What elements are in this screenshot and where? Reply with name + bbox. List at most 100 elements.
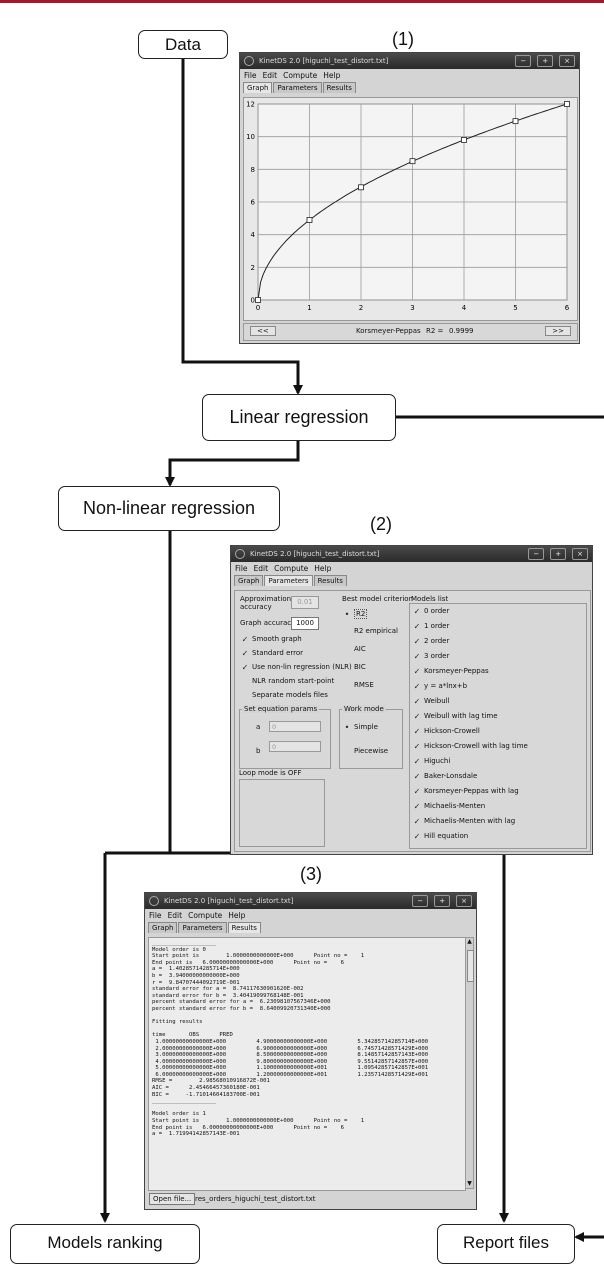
model-item[interactable]: ✓2 order (413, 636, 450, 646)
data-point (512, 118, 519, 125)
set-equation-group (239, 709, 331, 769)
minimize-button[interactable]: − (412, 895, 429, 907)
tab-parameters[interactable]: Parameters (273, 82, 322, 93)
status-r2-label: R2 = (426, 327, 444, 335)
param-a-input[interactable]: 0 (269, 721, 321, 732)
close-button[interactable]: × (559, 55, 575, 67)
model-item[interactable]: ✓Hickson-Crowell (413, 727, 480, 736)
option-standard-error[interactable]: ✓Standard error (241, 649, 303, 658)
result-line: 4.00000000000000E+000 9.80000000000000E+… (152, 1058, 429, 1065)
loop-mode-panel (239, 779, 325, 847)
approx-accuracy-input[interactable]: 0.01 (291, 596, 319, 609)
work-mode-piecewise[interactable]: Piecewise (343, 747, 388, 755)
work-mode-label: Simple (354, 723, 378, 731)
status-model-name: Korsmeyer-Peppas (356, 327, 421, 335)
close-button[interactable]: × (572, 548, 588, 560)
tab-results[interactable]: Results (227, 922, 261, 933)
option-separate-files[interactable]: Separate models files (241, 691, 328, 699)
checkmark-icon: ✓ (413, 681, 421, 691)
results-scrollbar[interactable]: ▲ ▼ (465, 937, 474, 1189)
criterion-aic[interactable]: AIC (343, 645, 366, 653)
menu-help[interactable]: Help (314, 564, 332, 573)
tab-graph[interactable]: Graph (243, 82, 273, 93)
param-a-label: a (256, 723, 261, 731)
window-parameters: KinetDS 2.0 [higuchi_test_distort.txt] −… (230, 545, 593, 855)
tab-parameters[interactable]: Parameters (178, 922, 227, 933)
model-item[interactable]: ✓1 order (413, 622, 450, 631)
option-nlr-random[interactable]: NLR random start-point (241, 677, 334, 685)
model-label: Baker-Lonsdale (424, 772, 478, 780)
option-use-nlr[interactable]: ✓Use non-lin regression (NLR) (241, 663, 352, 672)
menu-edit[interactable]: Edit (262, 71, 278, 80)
prev-button[interactable]: << (250, 326, 276, 336)
graph-accuracy-label: Graph accuracy (240, 619, 296, 627)
criterion-rmse[interactable]: RMSE (343, 681, 374, 689)
criterion-bic[interactable]: BIC (343, 663, 366, 671)
maximize-button[interactable]: + (537, 55, 554, 67)
y-tick-label: 8 (251, 166, 255, 174)
next-button[interactable]: >> (545, 326, 571, 336)
model-label: y = a*lnx+b (424, 682, 468, 690)
model-item[interactable]: ✓Hickson-Crowell with lag time (413, 742, 528, 751)
scroll-down-icon[interactable]: ▼ (467, 1180, 472, 1187)
checkmark-icon: ✓ (413, 771, 421, 781)
checkmark-icon: ✓ (413, 636, 421, 646)
model-item[interactable]: ✓Korsmeyer-Peppas (413, 667, 489, 676)
menu-file[interactable]: File (149, 911, 162, 920)
option-smooth-graph[interactable]: ✓Smooth graph (241, 635, 302, 644)
maximize-button[interactable]: + (550, 548, 567, 560)
minimize-button[interactable]: − (528, 548, 545, 560)
criterion-label: RMSE (354, 681, 374, 689)
work-mode-simple[interactable]: •Simple (343, 723, 378, 732)
model-item[interactable]: ✓Baker-Lonsdale (413, 771, 478, 781)
model-item[interactable]: ✓Higuchi (413, 757, 451, 766)
maximize-button[interactable]: + (434, 895, 451, 907)
menu-file[interactable]: File (244, 71, 257, 80)
tab-graph[interactable]: Graph (148, 922, 178, 933)
graph-accuracy-input[interactable]: 1000 (291, 617, 319, 630)
menu-compute[interactable]: Compute (188, 911, 223, 920)
tab-results[interactable]: Results (322, 82, 356, 93)
scroll-up-icon[interactable]: ▲ (467, 938, 472, 945)
close-button[interactable]: × (456, 895, 472, 907)
models-list-panel: ✓0 order ✓1 order ✓2 order ✓3 order ✓Kor… (409, 603, 587, 849)
criterion-r2[interactable]: •R2 (343, 609, 368, 619)
model-item[interactable]: ✓Korsmeyer-Peppas with lag (413, 787, 519, 796)
param-b-input[interactable]: 0 (269, 741, 321, 752)
menu-file[interactable]: File (235, 564, 248, 573)
tab-graph[interactable]: Graph (234, 575, 264, 586)
minimize-button[interactable]: − (515, 55, 532, 67)
caption-2: (2) (370, 514, 392, 534)
model-item[interactable]: ✓Weibull with lag time (413, 711, 498, 721)
checkmark-icon: ✓ (413, 711, 421, 721)
result-line: r = 9.84707444092719E-001 (152, 979, 240, 986)
open-file-button[interactable]: Open file... (149, 1193, 196, 1205)
tab-bar: Graph Parameters Results (231, 575, 592, 586)
model-item[interactable]: ✓0 order (413, 607, 450, 616)
model-item[interactable]: ✓Michaelis-Menten with lag (413, 817, 516, 826)
menu-compute[interactable]: Compute (274, 564, 309, 573)
menu-edit[interactable]: Edit (253, 564, 269, 573)
param-a-radio[interactable]: a (245, 723, 260, 731)
criterion-r2-empirical[interactable]: R2 empirical (343, 627, 398, 635)
model-item[interactable]: ✓y = a*lnx+b (413, 681, 468, 691)
scroll-thumb[interactable] (467, 950, 474, 982)
model-item[interactable]: ✓3 order (413, 652, 450, 661)
menu-help[interactable]: Help (228, 911, 246, 920)
menu-compute[interactable]: Compute (283, 71, 318, 80)
model-item[interactable]: ✓Michaelis-Menten (413, 802, 486, 811)
tab-results[interactable]: Results (313, 575, 347, 586)
window-title: KinetDS 2.0 [higuchi_test_distort.txt] (164, 897, 294, 905)
arrow-linear-to-nonlinear (165, 441, 300, 487)
result-line: Start point is 1.0000000000000E+000 Poin… (152, 953, 365, 960)
model-item[interactable]: ✓Weibull (413, 697, 450, 706)
model-item[interactable]: ✓Hill equation (413, 832, 469, 841)
result-line: time OBS PRED (152, 1032, 233, 1039)
menu-edit[interactable]: Edit (167, 911, 183, 920)
models-ranking-node: Models ranking (10, 1224, 200, 1264)
best-model-criterion-title: Best model criterion (342, 595, 414, 603)
menu-help[interactable]: Help (323, 71, 341, 80)
tab-parameters[interactable]: Parameters (264, 575, 313, 586)
param-b-radio[interactable]: b (245, 747, 260, 755)
